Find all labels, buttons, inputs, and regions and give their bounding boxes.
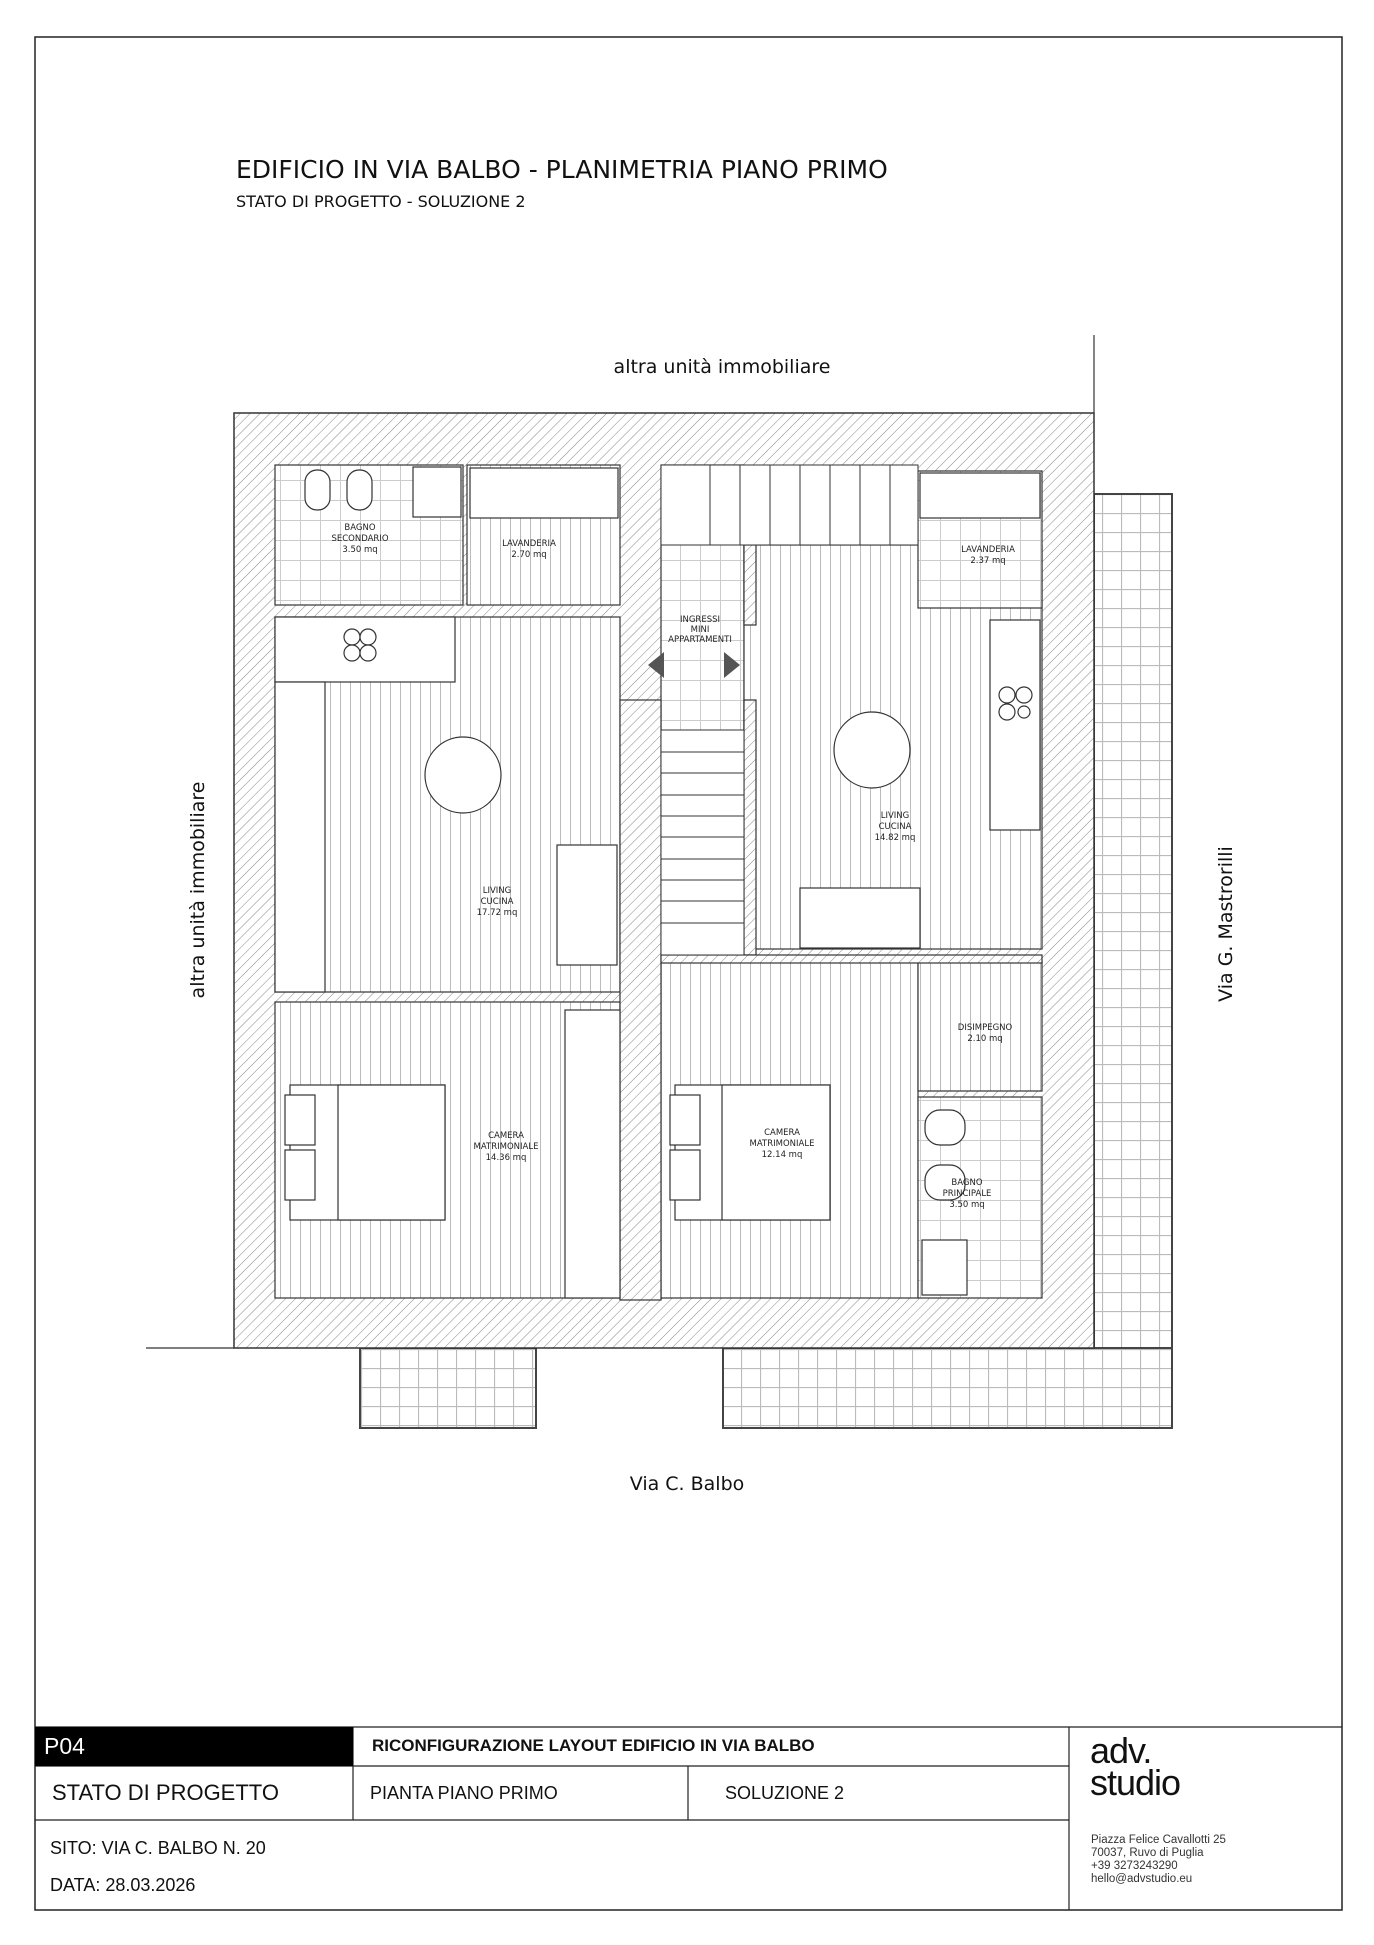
room-name: LAVANDERIA — [961, 545, 1015, 555]
room-name-3: APPARTAMENTI — [668, 635, 732, 645]
drawing-date: DATA: 28.03.2026 — [50, 1875, 196, 1895]
studio-phone: +39 3273243290 — [1091, 1860, 1178, 1872]
room-name: CAMERA — [764, 1128, 800, 1138]
room-area: 3.50 mq — [342, 545, 377, 555]
room-area: 17.72 mq — [477, 908, 518, 918]
studio-address-1: Piazza Felice Cavallotti 25 — [1091, 1834, 1226, 1846]
drawing-subtitle: STATO DI PROGETTO - SOLUZIONE 2 — [236, 192, 526, 211]
drawing-name: PIANTA PIANO PRIMO — [370, 1783, 558, 1803]
room-name: BAGNO — [344, 523, 375, 533]
project-state: STATO DI PROGETTO — [52, 1780, 279, 1805]
logo-line-2: studio — [1090, 1762, 1181, 1803]
room-name-2: MINI — [691, 625, 710, 635]
furniture — [274, 466, 1041, 1299]
project-title: RICONFIGURAZIONE LAYOUT EDIFICIO IN VIA … — [372, 1736, 815, 1755]
studio-address-2: 70037, Ruvo di Puglia — [1091, 1847, 1204, 1859]
room-name-2: MATRIMONIALE — [474, 1142, 539, 1152]
arrow-left-icon — [648, 652, 664, 678]
room-name: LAVANDERIA — [502, 539, 556, 549]
room-area: 14.36 mq — [486, 1153, 527, 1163]
room-name-2: CUCINA — [481, 897, 514, 907]
room-area: 3.50 mq — [949, 1200, 984, 1210]
studio-contacts: Piazza Felice Cavallotti 25 70037, Ruvo … — [1091, 1834, 1226, 1886]
label-right-street: Via G. Mastrorilli — [1215, 846, 1237, 1002]
room-area: 14.82 mq — [875, 833, 916, 843]
staircase — [660, 464, 919, 956]
room-name-2: MATRIMONIALE — [750, 1139, 815, 1149]
label-left-neighbor: altra unità immobiliare — [187, 782, 209, 999]
label-bottom-street: Via C. Balbo — [630, 1473, 745, 1495]
room-name: BAGNO — [951, 1178, 982, 1188]
room-name: LIVING — [881, 811, 910, 821]
balconies — [359, 493, 1173, 1429]
logo-line-1: adv. — [1090, 1730, 1152, 1771]
room-area: 2.70 mq — [511, 550, 546, 560]
label-top-neighbor: altra unità immobiliare — [614, 356, 831, 378]
room-area: 2.10 mq — [967, 1034, 1002, 1044]
room-name-2: CUCINA — [879, 822, 912, 832]
solution-name: SOLUZIONE 2 — [725, 1783, 845, 1803]
room-area: 12.14 mq — [762, 1150, 803, 1160]
studio-logo: adv. studio — [1090, 1730, 1181, 1803]
page-frame — [34, 36, 1343, 1911]
drawing-code: P04 — [44, 1733, 85, 1759]
room-name: CAMERA — [488, 1131, 524, 1141]
drawing-title: EDIFICIO IN VIA BALBO - PLANIMETRIA PIAN… — [236, 155, 888, 184]
room-name-2: PRINCIPALE — [943, 1189, 992, 1199]
room-name-2: SECONDARIO — [331, 534, 388, 544]
code-cell — [35, 1727, 353, 1766]
arrow-right-icon — [724, 652, 740, 678]
room-name: INGRESSI — [680, 615, 720, 625]
room-area: 2.37 mq — [970, 556, 1005, 566]
room-name: DISIMPEGNO — [958, 1023, 1013, 1033]
studio-email: hello@advstudio.eu — [1091, 1873, 1193, 1885]
site-address: SITO: VIA C. BALBO N. 20 — [50, 1838, 266, 1858]
room-name: LIVING — [483, 886, 512, 896]
